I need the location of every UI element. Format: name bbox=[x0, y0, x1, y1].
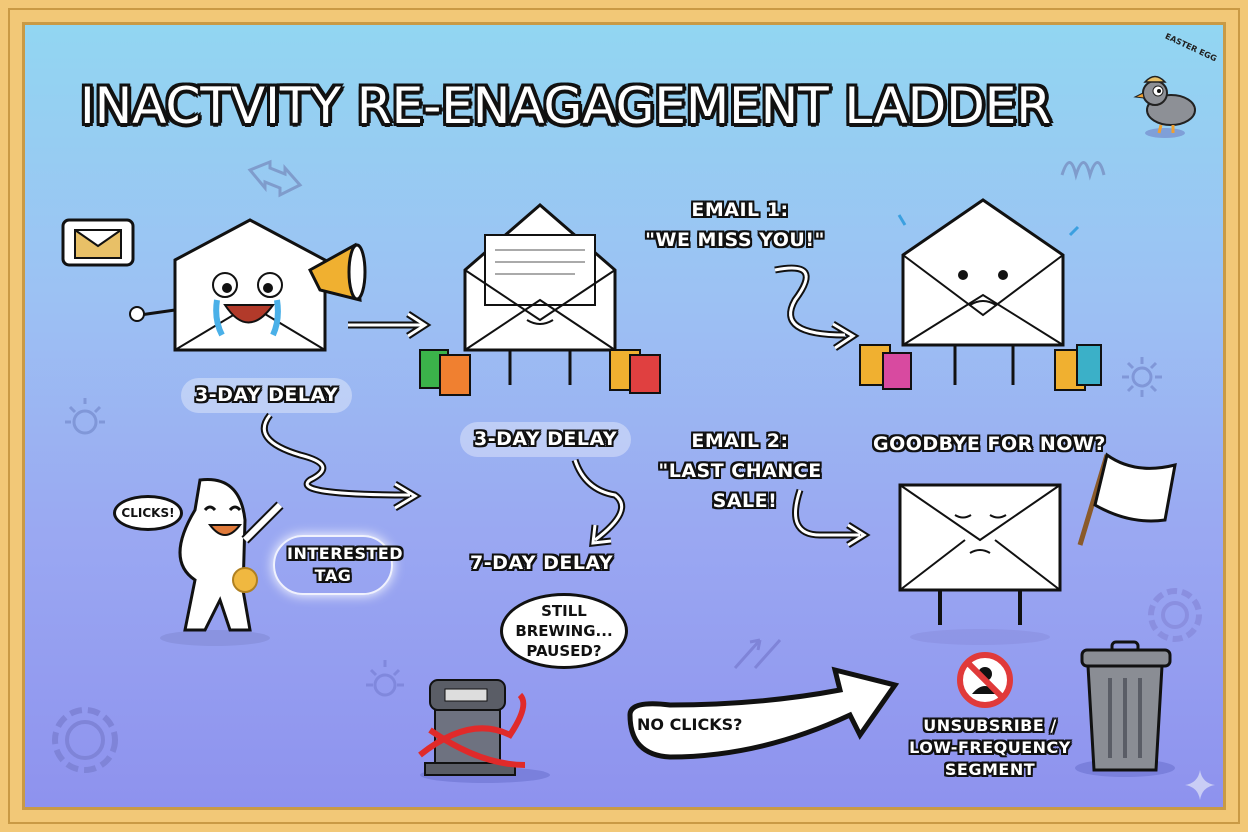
page-title: INACTVITY RE-ENAGAGEMENT LADDER bbox=[80, 77, 1052, 135]
interested-tag-line-1: INTERESTED bbox=[287, 544, 404, 563]
poster-canvas: INACTVITY RE-ENAGAGEMENT LADDER EASTER E… bbox=[22, 22, 1226, 810]
happy-ghost-illustration bbox=[160, 478, 284, 646]
crying-envelope-illustration bbox=[61, 218, 367, 352]
email-1-subject: "WE MISS YOU!" bbox=[645, 229, 825, 251]
brewing-speech-bubble: STILL BREWING... PAUSED? bbox=[500, 593, 628, 669]
interested-tag-line-2: TAG bbox=[314, 566, 352, 585]
sun-icon bbox=[366, 660, 404, 697]
squiggle-arrow-icon bbox=[260, 412, 422, 512]
double-arrow-icon bbox=[247, 159, 303, 198]
easter-egg-label: EASTER EGG bbox=[1163, 31, 1219, 64]
coffee-machine-illustration bbox=[418, 679, 550, 783]
unsubscribe-line-3: SEGMENT bbox=[944, 760, 1036, 779]
no-user-icon bbox=[957, 652, 1013, 708]
sad-envelope-illustration bbox=[859, 198, 1102, 391]
email-2-subject-line-1: "LAST CHANCE bbox=[658, 460, 822, 482]
pigeon-icon bbox=[1133, 75, 1196, 138]
brewing-line-1: STILL bbox=[541, 602, 587, 620]
brewing-line-3: PAUSED? bbox=[526, 642, 602, 660]
unsubscribe-label: UNSUBSRIBE / LOW-FREQUENCY SEGMENT bbox=[905, 715, 1075, 781]
clicks-speech-bubble: CLICKS! bbox=[113, 495, 183, 531]
interested-tag-pill: INTERESTED TAG bbox=[273, 535, 404, 595]
brewing-line-2: BREWING... bbox=[515, 622, 613, 640]
gear-icon bbox=[52, 707, 118, 773]
goodbye-label: GOODBYE FOR NOW? bbox=[873, 433, 1106, 455]
email-2-subject-line-2: SALE! bbox=[712, 490, 778, 512]
double-arrow-icon bbox=[733, 638, 782, 669]
squiggle-arrow-icon bbox=[792, 488, 871, 548]
goodbye-envelope-illustration bbox=[898, 452, 1177, 645]
shopping-envelope-illustration bbox=[419, 203, 661, 396]
squiggle-arrow-icon bbox=[571, 458, 626, 547]
sun-icon bbox=[65, 398, 105, 435]
sun-icon bbox=[1122, 357, 1162, 397]
unsubscribe-line-1: UNSUBSRIBE / bbox=[923, 716, 1057, 735]
no-clicks-label: NO CLICKS? bbox=[637, 715, 743, 734]
gear-icon bbox=[1148, 588, 1202, 642]
delay-label-2: 3-DAY DELAY bbox=[460, 422, 632, 457]
delay-label-3: 7-DAY DELAY bbox=[470, 552, 614, 574]
big-arrow-icon bbox=[627, 666, 900, 760]
email-2-title: EMAIL 2: bbox=[691, 430, 789, 452]
sparkle-icon bbox=[1185, 770, 1215, 800]
trash-can-icon bbox=[1075, 640, 1175, 777]
unsubscribe-line-2: LOW-FREQUENCY bbox=[909, 738, 1071, 757]
email-1-title: EMAIL 1: bbox=[691, 199, 789, 221]
swirl-icon bbox=[1060, 161, 1106, 181]
squiggle-arrow-icon bbox=[774, 264, 860, 351]
arrow-icon bbox=[348, 311, 432, 339]
delay-label-1: 3-DAY DELAY bbox=[181, 378, 353, 413]
